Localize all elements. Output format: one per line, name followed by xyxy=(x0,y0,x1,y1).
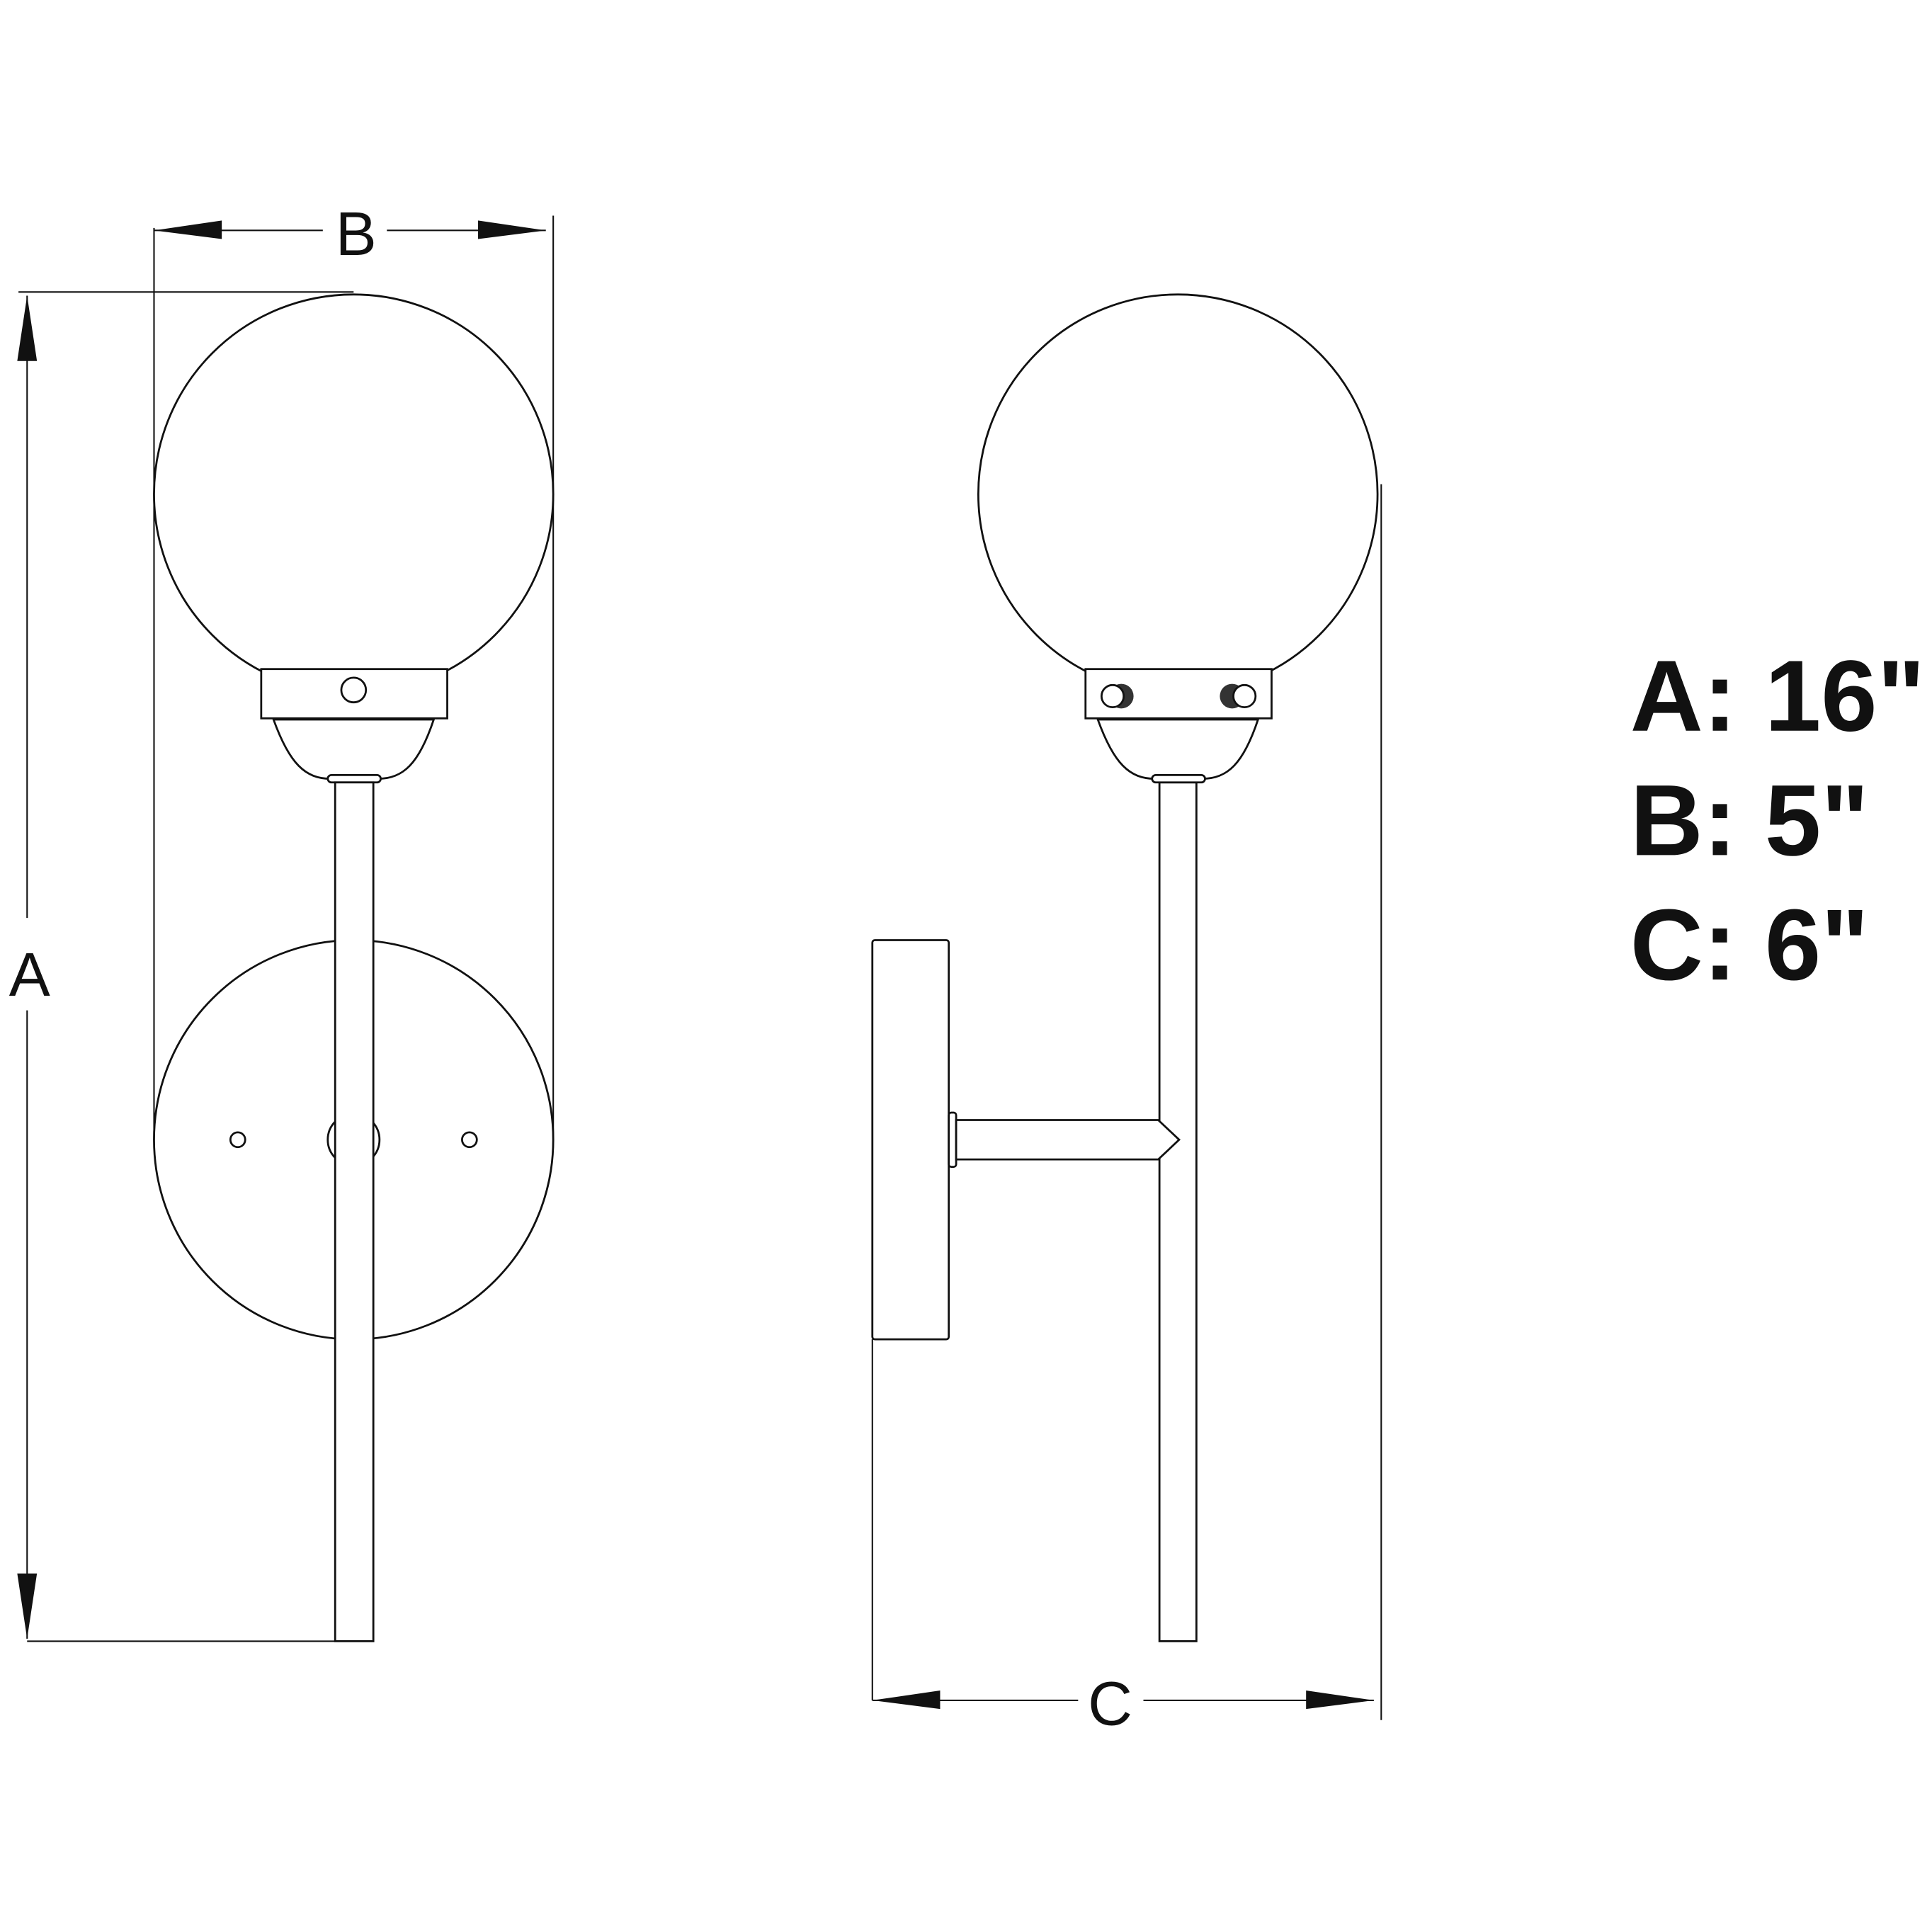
legend-b: B: 5" xyxy=(1630,764,1869,877)
front-mount-hole-left xyxy=(229,1131,246,1149)
a-arrow-down xyxy=(17,1573,38,1639)
side-rod xyxy=(1158,781,1198,1642)
side-cup xyxy=(1096,718,1260,780)
side-wall-plate xyxy=(871,939,950,1341)
front-view xyxy=(153,293,555,1642)
legend-c: C: 6" xyxy=(1630,889,1869,1001)
front-rod-cap xyxy=(326,773,382,784)
legend-a: A: 16" xyxy=(1630,640,1925,753)
a-arrow-up xyxy=(17,295,38,361)
c-arrow-right xyxy=(1306,1690,1374,1710)
dimension-a-label: A xyxy=(9,941,50,1009)
front-rod xyxy=(334,781,375,1642)
dimension-b-label: B xyxy=(336,200,377,268)
front-globe xyxy=(153,293,555,695)
b-arrow-right xyxy=(478,220,546,239)
side-screw-left xyxy=(1100,683,1125,709)
dimension-legend: A: 16" B: 5" C: 6" xyxy=(1630,640,1925,1001)
side-arm-flange xyxy=(948,1111,958,1168)
c-arrow-left xyxy=(872,1690,941,1710)
dimension-a: A xyxy=(9,291,354,1642)
front-cup xyxy=(272,718,436,780)
side-arm xyxy=(955,1119,1181,1161)
dimension-b: B xyxy=(153,200,555,1140)
front-collar-screw xyxy=(340,676,368,704)
side-screw-right xyxy=(1232,683,1257,709)
side-globe xyxy=(977,293,1379,695)
front-mount-hole-right xyxy=(461,1131,478,1149)
dimension-c: C xyxy=(871,484,1382,1739)
b-arrow-left xyxy=(154,220,222,239)
side-view xyxy=(871,293,1379,1642)
dimension-c-label: C xyxy=(1088,1670,1132,1739)
side-rod-cap xyxy=(1151,773,1206,784)
front-collar xyxy=(260,668,448,720)
